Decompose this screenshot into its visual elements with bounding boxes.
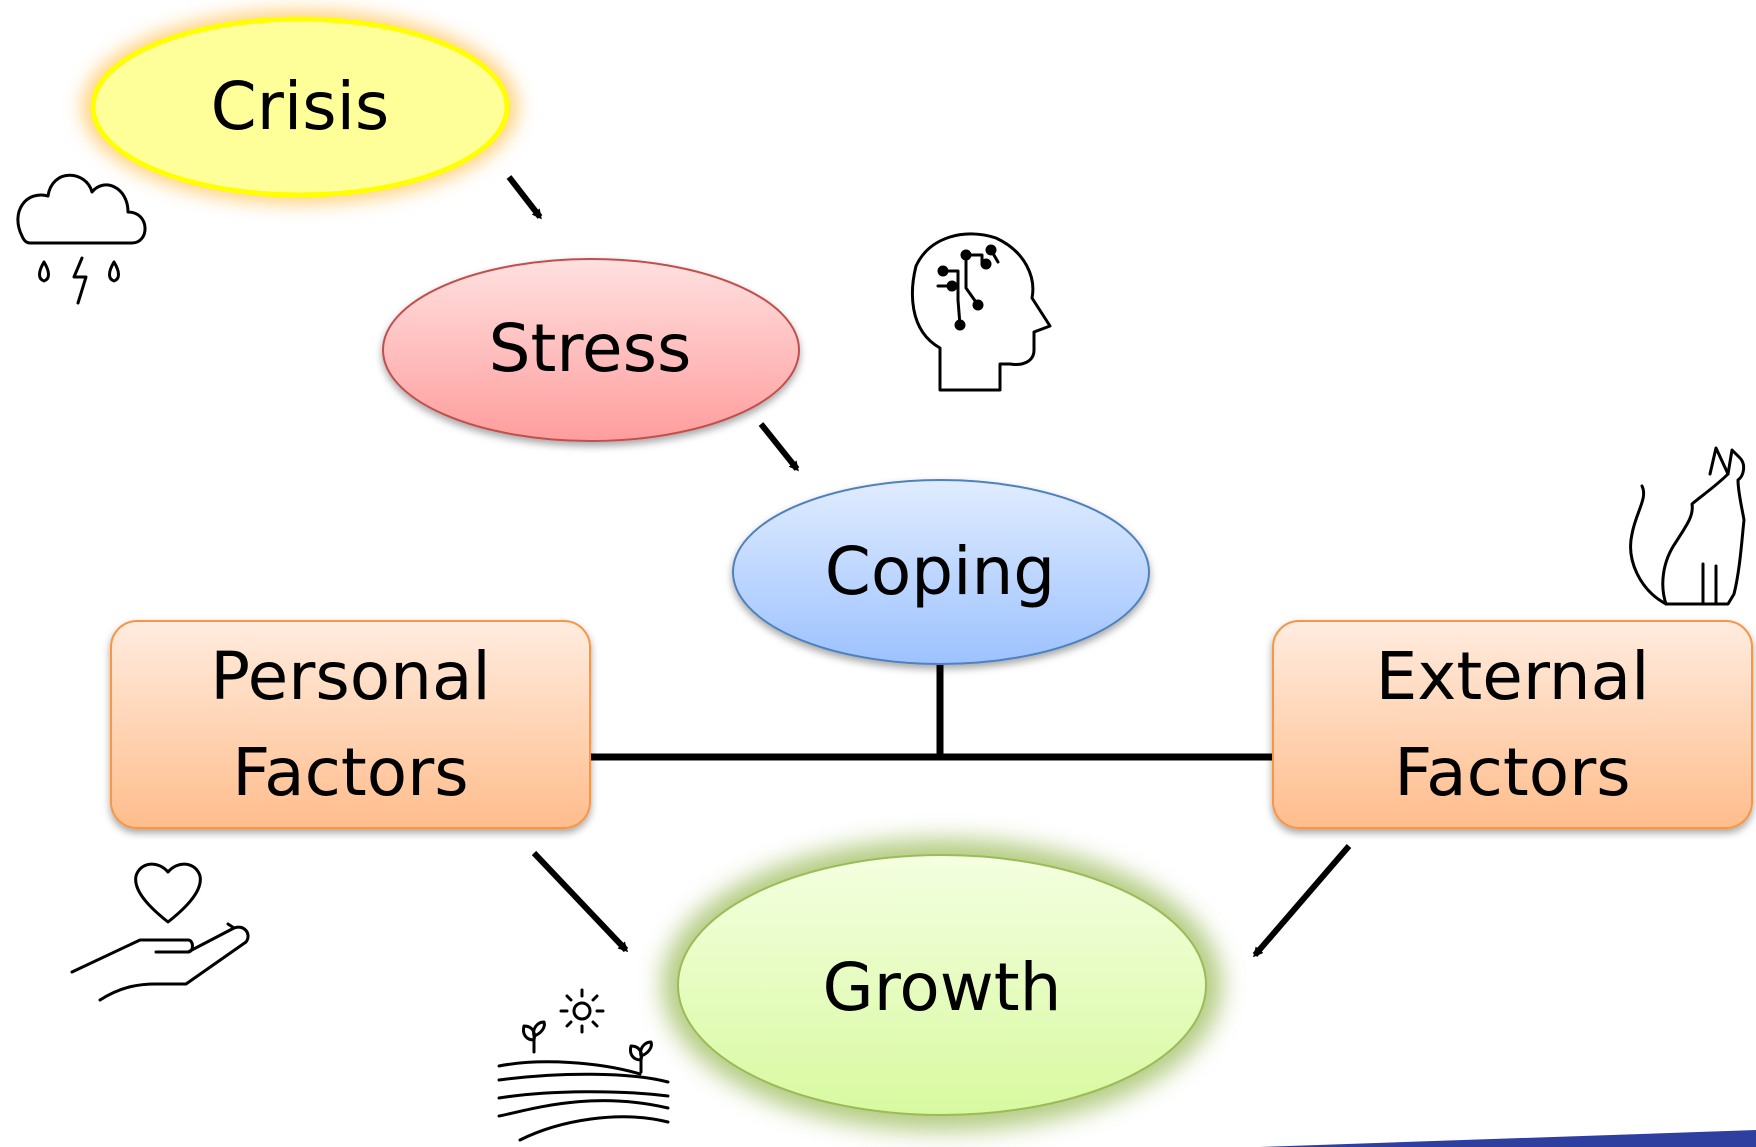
arrow-crisis-to-stress [506,175,543,220]
heart-in-hand-icon [70,862,250,1002]
personal-factors-node [110,620,591,829]
corner-band [1260,1130,1756,1147]
cat-icon [1629,446,1746,606]
flow-arrows [506,175,1352,958]
connector-lines [590,665,1273,761]
crisis-node [82,10,518,204]
stress-node [382,258,800,442]
growth-node [662,839,1222,1131]
coping-node [732,479,1150,665]
arrow-stress-to-coping [758,422,800,472]
storm-cloud-icon [16,173,147,305]
sun-field-sprouts-icon [497,988,670,1142]
arrow-personal-to-growth [531,850,629,953]
arrow-external-to-growth [1252,844,1352,958]
brain-circuit-head-icon [910,232,1052,392]
external-factors-node [1272,620,1753,829]
